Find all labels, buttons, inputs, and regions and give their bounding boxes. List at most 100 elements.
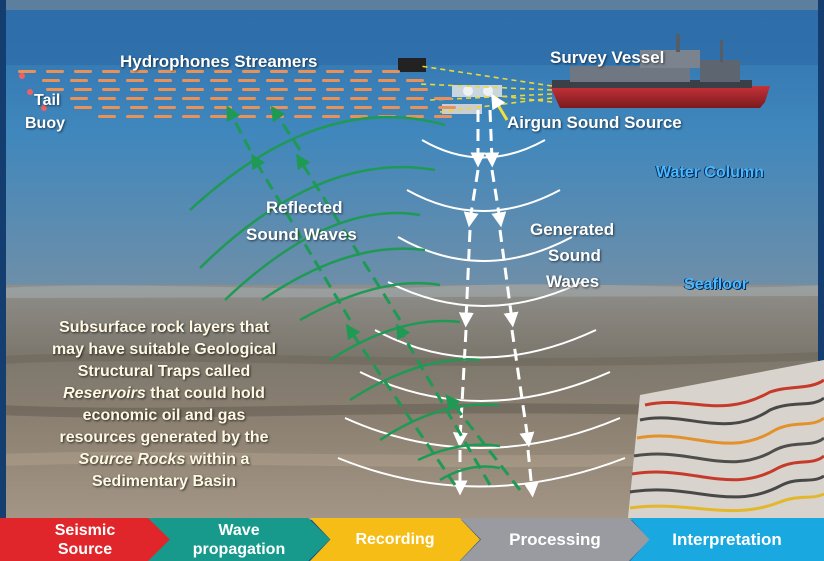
- reflected-waves-label-line1: Reflected: [266, 198, 343, 217]
- hydrophone-segment: [182, 79, 200, 82]
- airgun-sound-source-label: Airgun Sound Source: [507, 113, 682, 132]
- tail-buoy-label-line2: Buoy: [25, 115, 65, 132]
- hydrophone-segment: [322, 97, 340, 100]
- hydrophone-segment: [410, 106, 428, 109]
- hydrophone-segment: [102, 88, 120, 91]
- generated-waves-label-line1: Generated: [530, 220, 615, 239]
- hydrophones-streamers-label: Hydrophones Streamers: [120, 52, 318, 71]
- hydrophone-segment: [154, 97, 172, 100]
- hydrophone-segment: [378, 97, 396, 100]
- stage-interpretation: Interpretation: [630, 518, 824, 561]
- hydrophone-segment: [186, 106, 204, 109]
- hydrophone-segment: [238, 115, 256, 118]
- seismic-section-image: [628, 360, 824, 518]
- seafloor-label: Seafloor: [684, 276, 749, 293]
- hydrophone-segment: [266, 115, 284, 118]
- description-line: Source Rocks within a: [78, 451, 250, 468]
- hydrophone-segment: [182, 115, 200, 118]
- water-column-label: Water Column: [656, 164, 764, 181]
- reservoirs-term: Reservoirs: [63, 385, 146, 402]
- tail-buoy: [19, 73, 25, 79]
- hydrophone-segment: [266, 97, 284, 100]
- hydrophone-segment: [186, 70, 204, 73]
- hydrophone-segment: [378, 79, 396, 82]
- hydrophone-segment: [322, 115, 340, 118]
- stage-recording: Recording: [310, 518, 480, 561]
- hydrophone-segment: [382, 70, 400, 73]
- hydrophone-segment: [18, 70, 36, 73]
- description-line: Structural Traps called: [77, 363, 251, 380]
- hydrophone-segment: [126, 97, 144, 100]
- hydrophone-segment: [210, 97, 228, 100]
- hydrophone-segment: [326, 106, 344, 109]
- hydrophone-segment: [410, 88, 428, 91]
- hydrophone-segment: [158, 70, 176, 73]
- description-line: resources generated by the: [59, 429, 269, 446]
- hydrophone-segment: [298, 106, 316, 109]
- hydrophone-segment: [242, 70, 260, 73]
- hydrophone-segment: [74, 70, 92, 73]
- hydrophone-segment: [438, 106, 456, 109]
- hydrophone-segment: [242, 88, 260, 91]
- hydrophone-segment: [154, 115, 172, 118]
- generated-waves-label-line2: Sound: [548, 246, 601, 265]
- hydrophone-segment: [326, 70, 344, 73]
- seafloor-line: [0, 284, 824, 298]
- hydrophone-segment: [238, 79, 256, 82]
- hydrophone-segment: [434, 97, 452, 100]
- hydrophone-segment: [70, 79, 88, 82]
- hydrophone-segment: [74, 88, 92, 91]
- hydrophone-segment: [98, 97, 116, 100]
- hydrophone-segment: [182, 97, 200, 100]
- hydrophone-segment: [214, 88, 232, 91]
- hydrophone-segment: [102, 70, 120, 73]
- survey-vessel-ship: [550, 34, 770, 108]
- hydrophone-segment: [130, 88, 148, 91]
- hydrophone-segment: [354, 106, 372, 109]
- hydrophone-segment: [158, 88, 176, 91]
- hydrophone-segment: [406, 97, 424, 100]
- hydrophone-segment: [266, 79, 284, 82]
- hydrophone-segment: [238, 97, 256, 100]
- hydrophone-segment: [126, 79, 144, 82]
- generated-rays: [452, 109, 539, 498]
- hydrophone-segment: [46, 88, 64, 91]
- reflected-rays: [226, 105, 522, 491]
- hydrophone-segment: [158, 106, 176, 109]
- description-line: economic oil and gas: [82, 407, 246, 424]
- hydrophone-segment: [98, 79, 116, 82]
- hydrophone-segment: [326, 88, 344, 91]
- hydrophone-segment: [214, 70, 232, 73]
- hydrophone-segment: [298, 70, 316, 73]
- hydrophone-segment: [294, 115, 312, 118]
- hydrophone-segment: [350, 115, 368, 118]
- airgun-pointer: [491, 93, 509, 121]
- hydrophone-segment: [242, 106, 260, 109]
- reservoir-description: Subsurface rock layers that may have sui…: [14, 317, 314, 493]
- hydrophone-segment: [270, 70, 288, 73]
- hydrophone-segment: [434, 115, 452, 118]
- description-line: Reservoirs that could hold: [63, 385, 265, 402]
- reflected-waves-label-line2: Sound Waves: [246, 225, 357, 244]
- source-rocks-term: Source Rocks: [78, 451, 186, 468]
- hydrophone-segment: [406, 79, 424, 82]
- hydrophone-segment: [270, 106, 288, 109]
- hydrophone-segment: [350, 79, 368, 82]
- hydrophone-segment: [294, 97, 312, 100]
- description-line: Sedimentary Basin: [91, 473, 237, 490]
- stage-processing: Processing: [460, 518, 650, 561]
- hydrophone-segment: [130, 106, 148, 109]
- hydrophone-segment: [210, 79, 228, 82]
- survey-vessel-label: Survey Vessel: [550, 48, 665, 67]
- hydrophone-segment: [126, 115, 144, 118]
- hydrophone-segment: [354, 88, 372, 91]
- hydrophone-segment: [382, 106, 400, 109]
- generated-waves-label-line3: Waves: [546, 272, 600, 291]
- description-line: may have suitable Geological: [51, 341, 277, 358]
- hydrophone-segment: [354, 70, 372, 73]
